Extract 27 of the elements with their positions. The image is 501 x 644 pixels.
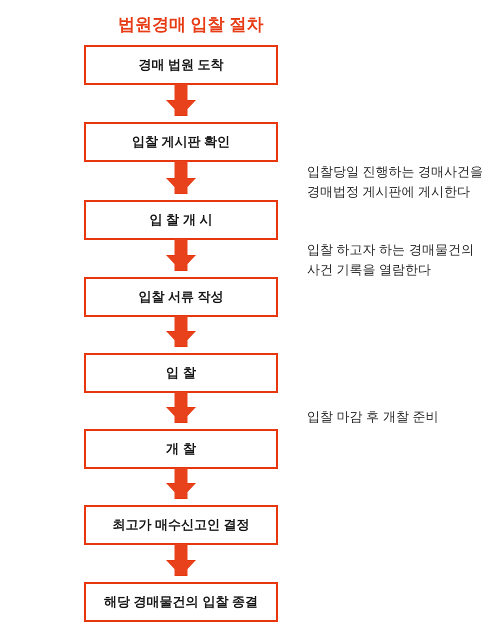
arrow [166,317,196,347]
step-text: 최고가 매수신고인 결정 [112,516,250,534]
process-box [84,277,278,317]
step-text: 경매 법원 도착 [138,56,224,74]
diagram-title: 법원경매 입찰 절차 [118,14,264,36]
process-box [84,353,278,393]
process-box [84,122,278,162]
process-box [84,505,278,545]
step-text: 개 찰 [166,440,196,458]
note-text: 입찰 마감 후 개찰 준비 [307,408,440,426]
process-box [84,582,278,622]
process-box [84,45,278,85]
step-text: 입 찰 개 시 [150,211,212,230]
note-text: 입찰당일 진행하는 경매사건을 경매법정 게시판에 게시한다 [307,163,484,201]
arrow [166,240,196,271]
step-text: 해당 경매물건의 입찰 종결 [104,593,258,612]
arrow [166,393,196,423]
process-box [84,200,278,240]
process-box [84,429,278,469]
note-text: 입찰 하고자 하는 경매물건의 사건 기록을 열람한다 [307,241,475,279]
step-text: 입 찰 [166,364,196,382]
step-text: 입찰 게시판 확인 [132,133,230,152]
arrow [166,85,196,116]
arrow [166,162,196,194]
step-text: 입찰 서류 작성 [138,288,224,306]
arrow [166,545,196,576]
arrow [166,469,196,499]
